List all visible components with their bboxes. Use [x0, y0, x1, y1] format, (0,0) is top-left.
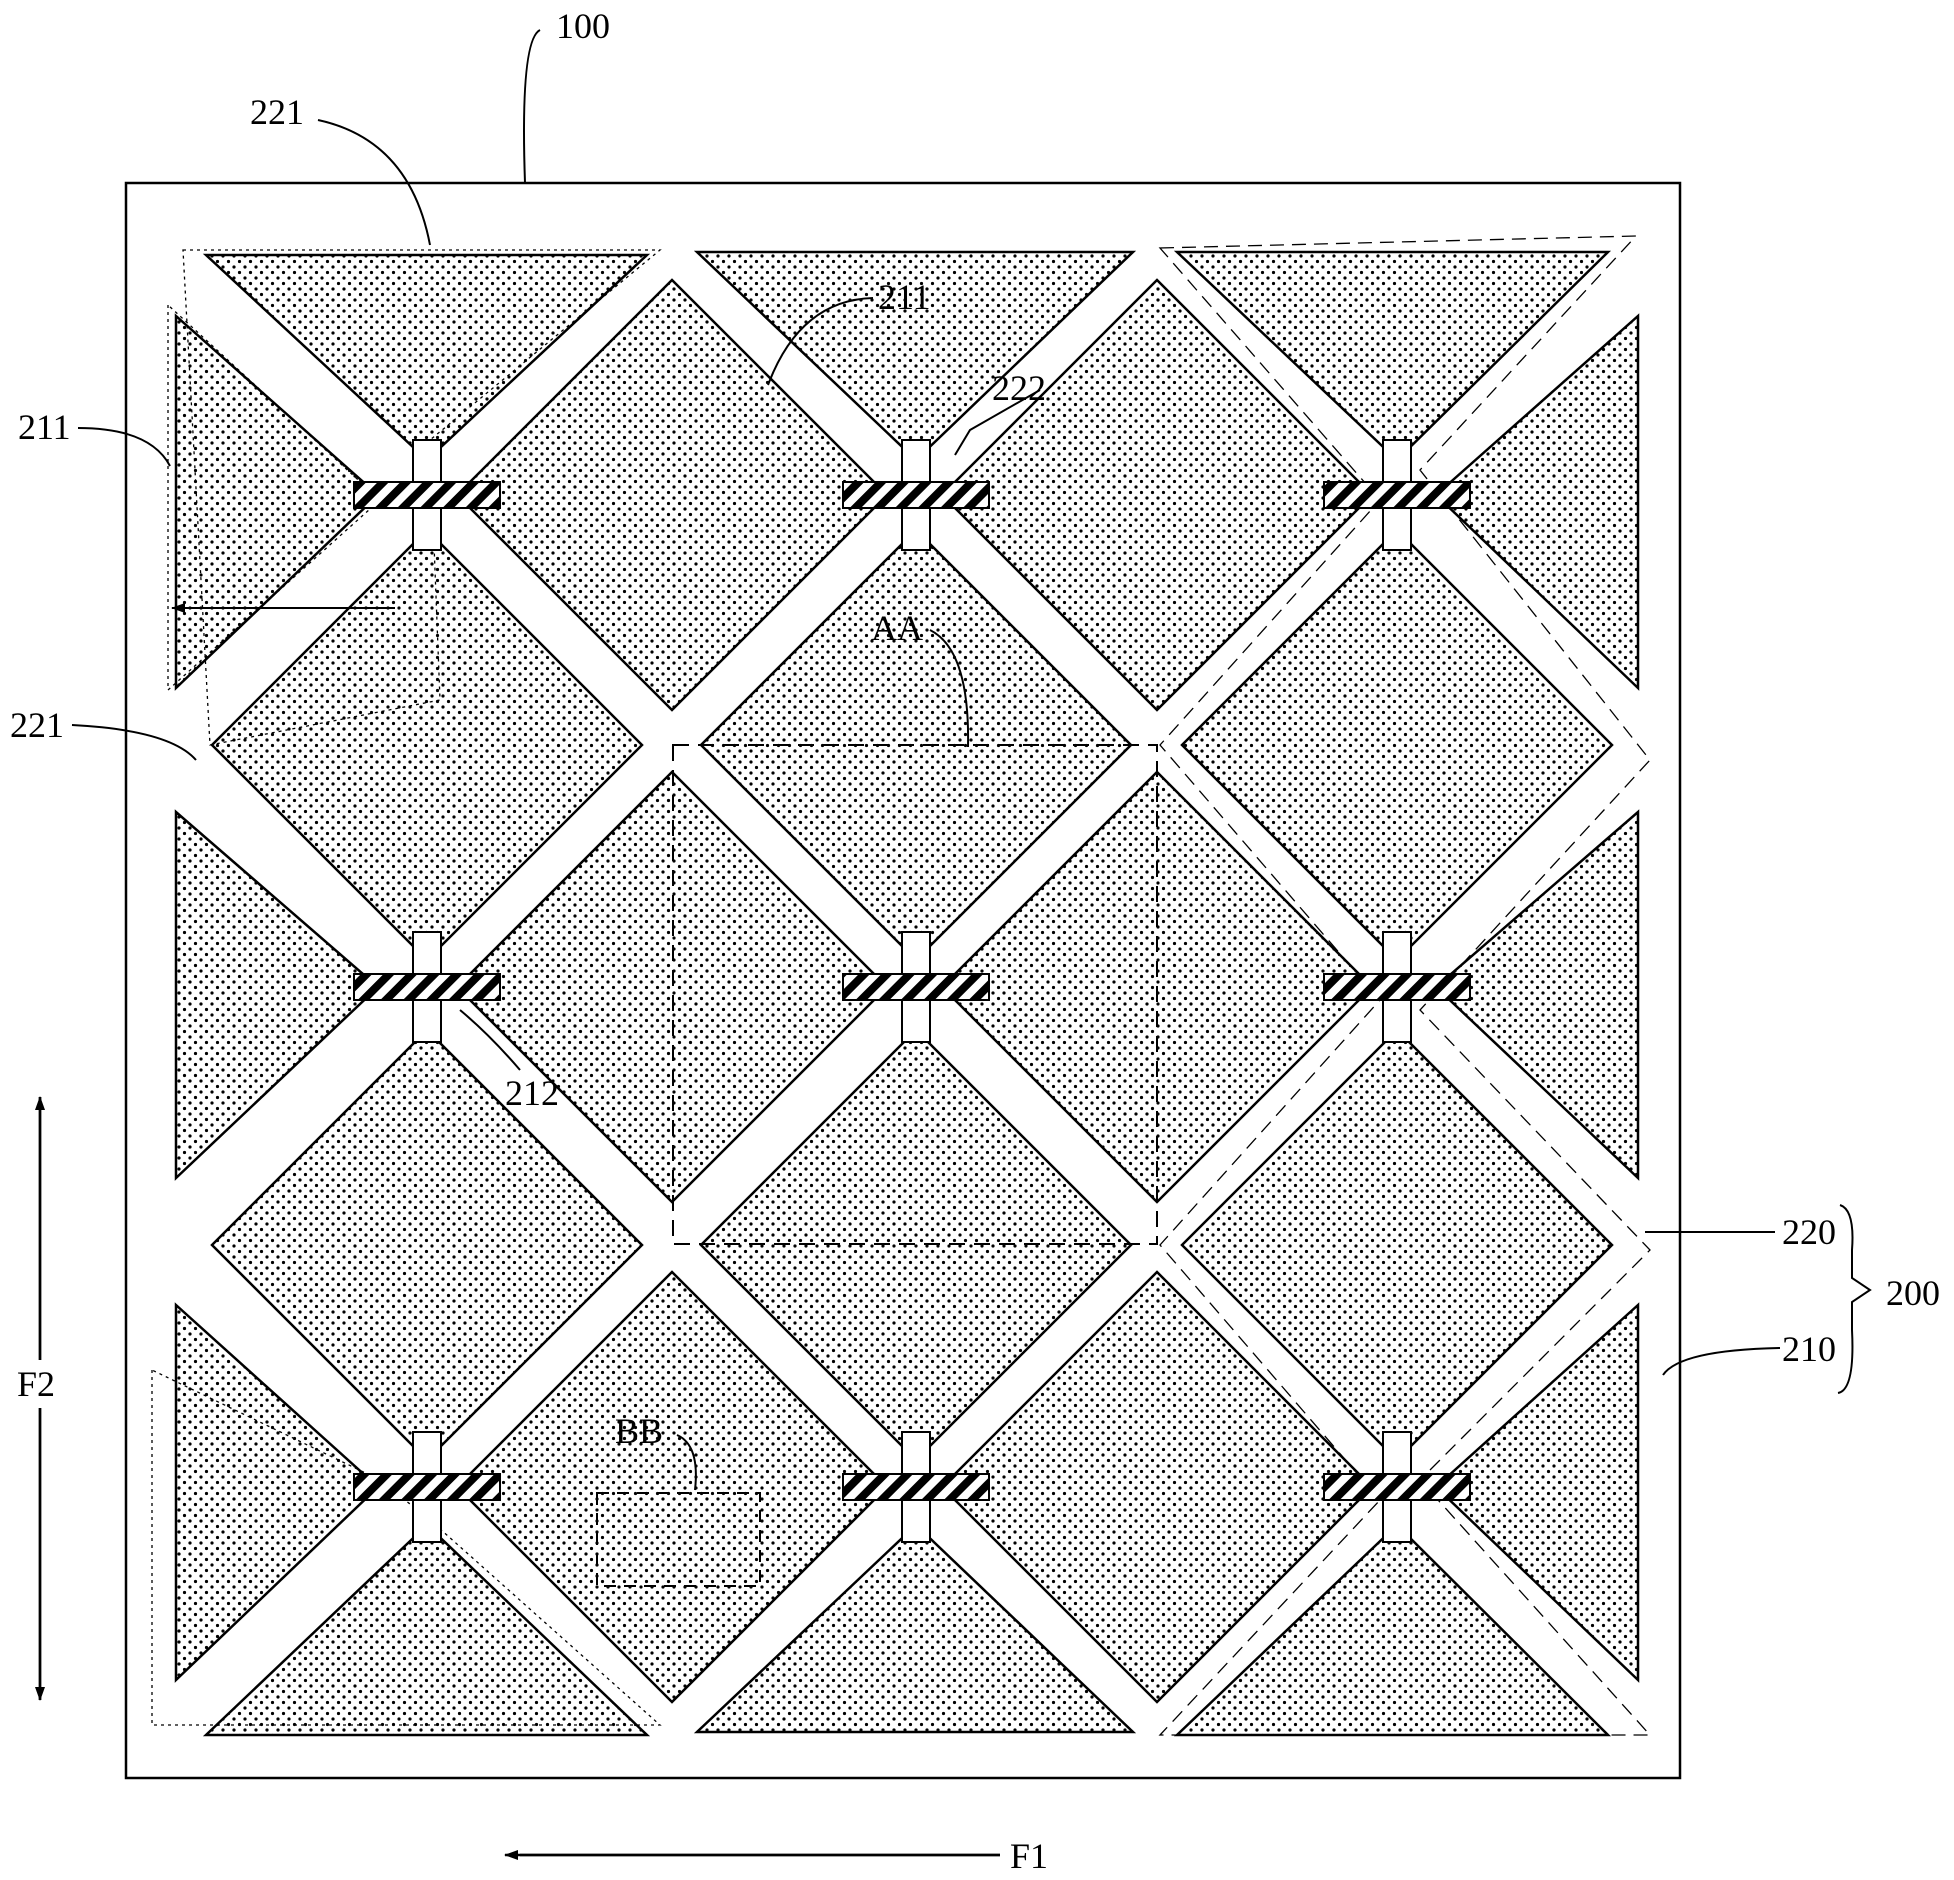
leader-211-left [78, 428, 170, 466]
brace-200 [1838, 1205, 1870, 1393]
label-100: 100 [556, 6, 610, 46]
bridge-bar [354, 482, 500, 508]
label-210: 210 [1782, 1329, 1836, 1369]
bridge-bar [354, 1474, 500, 1500]
label-f1: F1 [1010, 1836, 1048, 1875]
label-212: 212 [505, 1073, 559, 1113]
bridge-bar [1324, 974, 1470, 1000]
bridge-bar [1324, 482, 1470, 508]
label-221-left: 221 [10, 705, 64, 745]
label-aa: AA [871, 608, 923, 648]
label-bb: BB [615, 1411, 663, 1451]
label-200: 200 [1886, 1273, 1940, 1313]
label-211-top: 211 [878, 277, 931, 317]
leader-221-left [72, 725, 196, 760]
bridge-bar [843, 482, 989, 508]
bridge-bar [1324, 1474, 1470, 1500]
bridge-bar [843, 974, 989, 1000]
label-f2: F2 [17, 1364, 55, 1404]
leader-100 [524, 30, 540, 183]
label-222: 222 [992, 368, 1046, 408]
label-211-left: 211 [18, 407, 71, 447]
bridge-bar [354, 974, 500, 1000]
label-221-top: 221 [250, 92, 304, 132]
label-220: 220 [1782, 1212, 1836, 1252]
bridge-bar [843, 1474, 989, 1500]
